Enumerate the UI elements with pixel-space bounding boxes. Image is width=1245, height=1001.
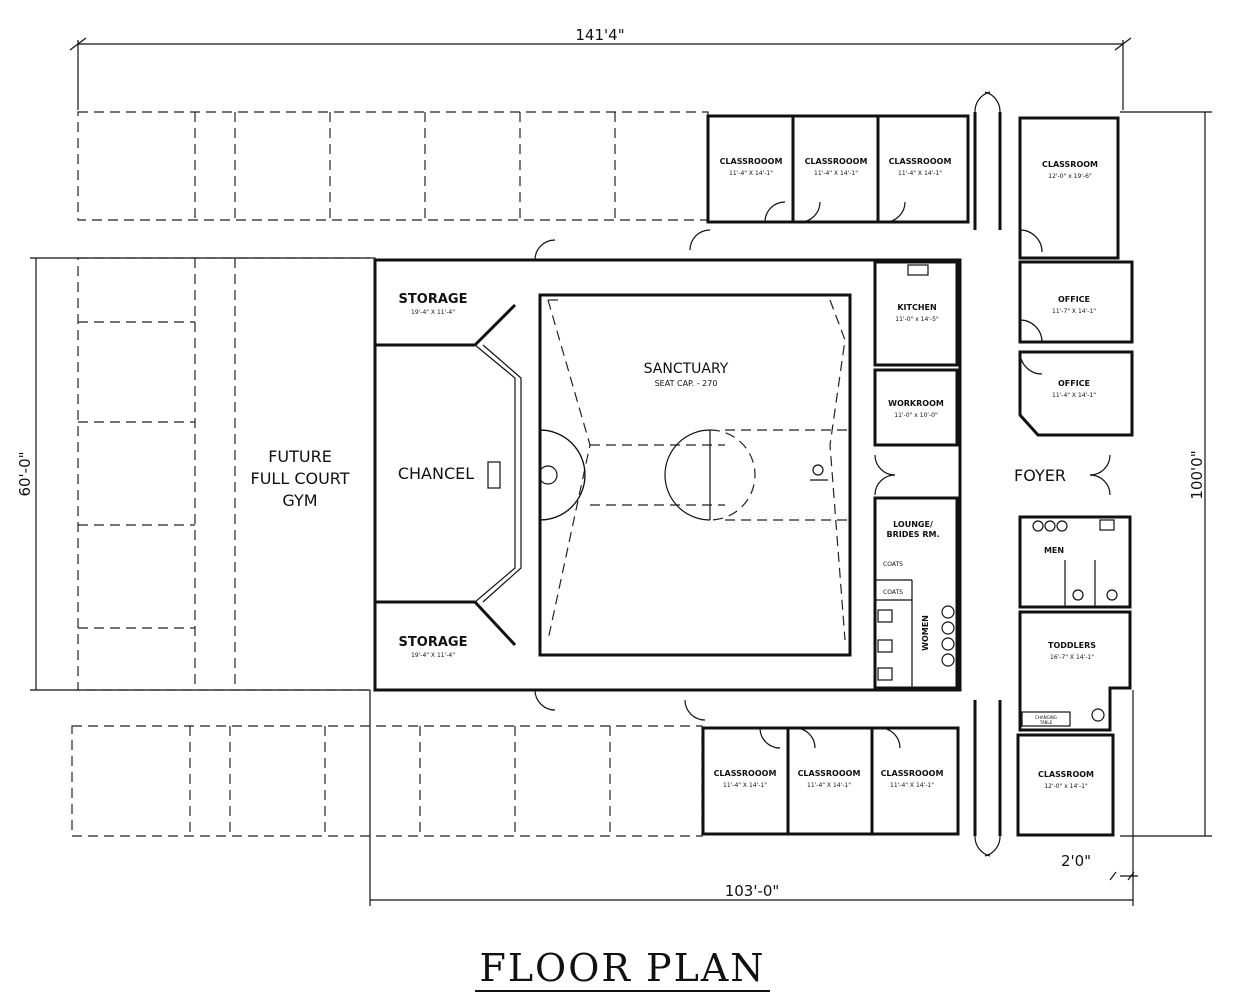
classroom-bottom-right-name: CLASSROOM (1038, 770, 1094, 779)
lounge-label-1: LOUNGE/ (893, 520, 933, 529)
classroom-bottom-right-size: 12'-0" x 14'-1" (1044, 783, 1088, 790)
coats-label-1: COATS (883, 561, 903, 568)
storage-top-size: 19'-4" X 11'-4" (411, 309, 455, 316)
foyer-label: FOYER (1014, 466, 1066, 485)
men-label: MEN (1044, 546, 1064, 555)
dim-overall-width: 141'4" (575, 26, 624, 44)
chancel-table (487, 461, 501, 489)
gym-label-3: GYM (282, 491, 317, 510)
drawing-title-text: FLOOR PLAN (475, 946, 770, 992)
dim-building-width: 103'-0" (725, 882, 780, 900)
dim-offset: 2'0" (1061, 852, 1091, 870)
gym-label-1: FUTURE (268, 447, 332, 466)
storage-top-name: STORAGE (399, 292, 468, 307)
gym-label-2: FULL COURT (250, 469, 349, 488)
storage-bottom-size: 19'-4" X 11'-4" (411, 652, 455, 659)
sanctuary-name: SANCTUARY (644, 361, 729, 377)
chancel-label: CHANCEL (398, 464, 474, 483)
drawing-title: FLOOR PLAN (0, 946, 1245, 992)
office-1-size: 11'-7" X 14'-1" (1052, 308, 1096, 315)
workroom-size: 11'-0" x 10'-0" (894, 412, 938, 419)
building-walls (373, 91, 1134, 857)
classroom-bottom-1-name: CLASSROOOM (714, 769, 777, 778)
workroom-name: WORKROOM (888, 399, 944, 408)
changing-table-label-1: CHANGING (1035, 715, 1057, 720)
classroom-top-right-name: CLASSROOM (1042, 160, 1098, 169)
dim-overall-depth: 100'0" (1188, 450, 1206, 499)
office-2-size: 11'-4" X 14'-1" (1052, 392, 1096, 399)
classroom-bottom-2-name: CLASSROOOM (798, 769, 861, 778)
classroom-bottom-2-size: 11'-4" X 14'-1" (807, 782, 851, 789)
changing-table-label-2: TABLE (1039, 720, 1053, 725)
office-2-name: OFFICE (1058, 379, 1090, 388)
sanctuary-capacity: SEAT CAP. - 270 (655, 379, 718, 388)
classroom-top-2-size: 11'-4" X 14'-1" (814, 170, 858, 177)
classroom-top-3-size: 11'-4" X 14'-1" (898, 170, 942, 177)
classroom-bottom-3-name: CLASSROOOM (881, 769, 944, 778)
classroom-top-right-size: 12'-0" x 19'-6" (1048, 173, 1092, 180)
lounge-label-2: BRIDES RM. (886, 530, 939, 539)
classroom-top-3-name: CLASSROOOM (889, 157, 952, 166)
kitchen-name: KITCHEN (897, 303, 936, 312)
toddlers-size: 16'-7" X 14'-1" (1050, 654, 1094, 661)
toddlers-name: TODDLERS (1048, 641, 1096, 650)
classroom-top-2-name: CLASSROOOM (805, 157, 868, 166)
future-expansion-outline (71, 111, 709, 837)
classroom-bottom-3-size: 11'-4" X 14'-1" (890, 782, 934, 789)
classroom-top-1-name: CLASSROOOM (720, 157, 783, 166)
kitchen-size: 11'-0" x 14'-5" (895, 316, 939, 323)
storage-bottom-name: STORAGE (399, 635, 468, 650)
office-1-name: OFFICE (1058, 295, 1090, 304)
classroom-top-1-size: 11'-4" X 14'-1" (729, 170, 773, 177)
dim-gym-depth: 60'-0" (16, 451, 34, 496)
classroom-bottom-1-size: 11'-4" X 14'-1" (723, 782, 767, 789)
coats-label-2: COATS (883, 589, 903, 596)
women-label: WOMEN (921, 615, 930, 651)
